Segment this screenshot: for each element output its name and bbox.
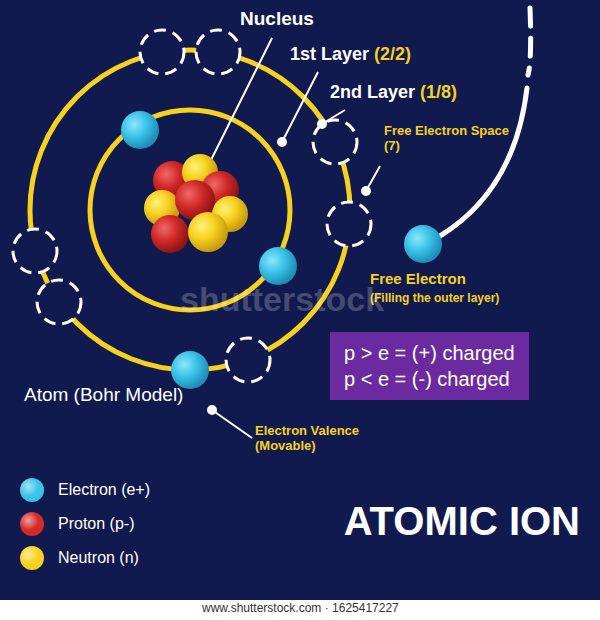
legend-text: Electron (e+): [58, 481, 150, 499]
electron-track: [440, 88, 527, 236]
model-label: Atom (Bohr Model): [24, 384, 194, 406]
layer-count: (2/2): [374, 44, 411, 65]
charge-rule: p < e = (-) charged: [344, 366, 515, 392]
watermark: shutterstock: [180, 280, 384, 319]
layer-count: (1/8): [420, 82, 457, 103]
legend-swatch: [20, 512, 44, 536]
legend-text: Proton (p-): [58, 515, 134, 533]
valence-label: Electron Valence (Movable): [255, 424, 410, 454]
free-electron-note: (Filling the outer layer): [370, 292, 499, 306]
diagram-title: ATOMIC ION: [344, 498, 580, 544]
nucleus-label: Nucleus: [240, 8, 314, 30]
charge-rule: p > e = (+) charged: [344, 340, 515, 366]
watermark-url: www.shutterstock.com · 1625417227: [202, 602, 399, 616]
free-electron-label: Free Electron: [370, 270, 466, 287]
layer-label: 2nd Layer: [330, 82, 415, 103]
layer-label: 1st Layer: [290, 44, 369, 65]
footer-strip: [0, 600, 600, 620]
free-electron-spaces: [13, 30, 371, 382]
legend-row: Electron (e+): [20, 478, 150, 502]
electron-track-dashed: [528, 8, 531, 75]
legend-swatch: [20, 546, 44, 570]
nucleus: [144, 154, 248, 253]
legend-swatch: [20, 478, 44, 502]
outer-orbit: [30, 50, 350, 370]
legend-row: Neutron (n): [20, 546, 139, 570]
legend-text: Neutron (n): [58, 549, 139, 567]
charge-rule-box: p > e = (+) chargedp < e = (-) charged: [330, 332, 529, 400]
legend-row: Proton (p-): [20, 512, 134, 536]
space-label: Free Electron Space (7): [384, 124, 509, 154]
